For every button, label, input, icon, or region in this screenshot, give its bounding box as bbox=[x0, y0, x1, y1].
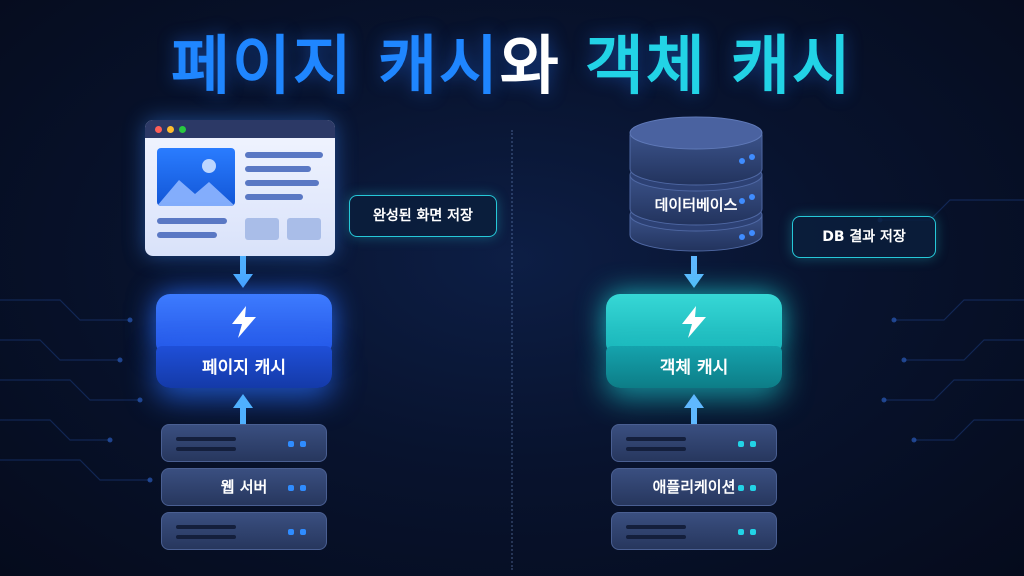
center-divider bbox=[511, 130, 513, 570]
arrow-down-icon bbox=[233, 256, 253, 288]
arrow-up-icon bbox=[684, 394, 704, 428]
image-placeholder-icon bbox=[157, 148, 235, 206]
arrow-down-icon bbox=[684, 256, 704, 288]
title-object-cache: 객체 캐시 bbox=[585, 30, 853, 104]
page-cache-callout: 완성된 화면 저장 bbox=[349, 195, 497, 237]
object-cache-callout: DB 결과 저장 bbox=[792, 216, 936, 258]
browser-window-icon bbox=[145, 120, 335, 256]
database-label: 데이터베이스 bbox=[654, 196, 738, 214]
web-server-icon: 웹 서버 bbox=[161, 424, 327, 552]
title-page-cache: 페이지 캐시 bbox=[171, 30, 500, 104]
page-cache-label: 페이지 캐시 bbox=[201, 358, 287, 378]
object-cache-label: 객체 캐시 bbox=[659, 358, 729, 378]
application-server-icon: 애플리케이션 bbox=[611, 424, 777, 552]
database-icon bbox=[629, 116, 763, 252]
lightning-bolt-icon bbox=[682, 306, 706, 338]
page-title: 페이지 캐시와 객체 캐시 bbox=[0, 22, 1024, 112]
web-server-label: 웹 서버 bbox=[220, 478, 268, 496]
application-server-label: 애플리케이션 bbox=[652, 478, 736, 496]
object-cache-block: 객체 캐시 bbox=[606, 294, 782, 388]
lightning-bolt-icon bbox=[232, 306, 256, 338]
page-cache-block: 페이지 캐시 bbox=[156, 294, 332, 388]
title-connector: 와 bbox=[499, 30, 586, 104]
arrow-up-icon bbox=[233, 394, 253, 428]
